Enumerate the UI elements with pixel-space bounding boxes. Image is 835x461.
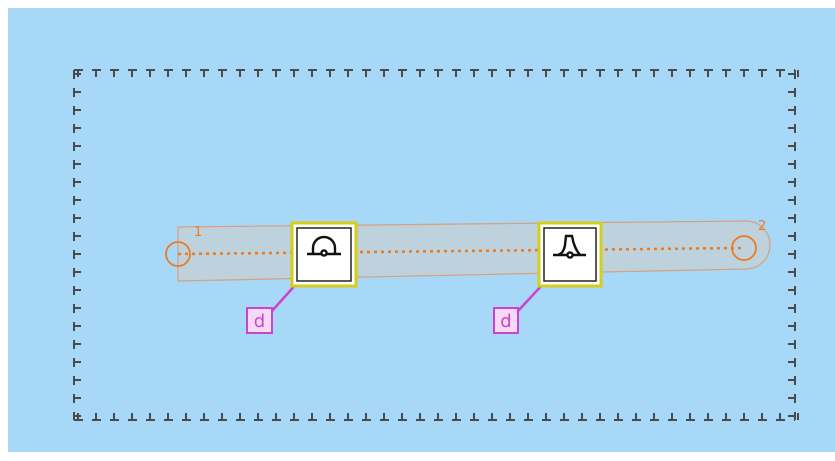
endpoint-1-circle[interactable]: [165, 241, 191, 267]
marker-2[interactable]: [537, 221, 603, 288]
diagram-canvas: 1 2 d d: [8, 8, 835, 452]
bell-icon: [553, 234, 586, 259]
tag-2-box[interactable]: [493, 307, 519, 334]
endpoint-1[interactable]: 1: [165, 225, 202, 267]
endpoint-2-circle[interactable]: [731, 235, 757, 261]
path-centerline: [177, 246, 745, 256]
dashed-frame: [73, 69, 799, 421]
endpoint-2-label: 2: [758, 219, 766, 234]
tag-1[interactable]: d: [246, 307, 273, 334]
tag-2-label: d: [500, 311, 511, 332]
tag-2[interactable]: d: [493, 307, 519, 334]
endpoint-2[interactable]: 2: [731, 219, 766, 261]
endpoint-1-label: 1: [194, 225, 202, 240]
tag-1-box[interactable]: [246, 307, 273, 334]
tag-1-label: d: [254, 311, 265, 332]
marker-1[interactable]: [290, 221, 358, 288]
arch-icon: [307, 235, 341, 257]
